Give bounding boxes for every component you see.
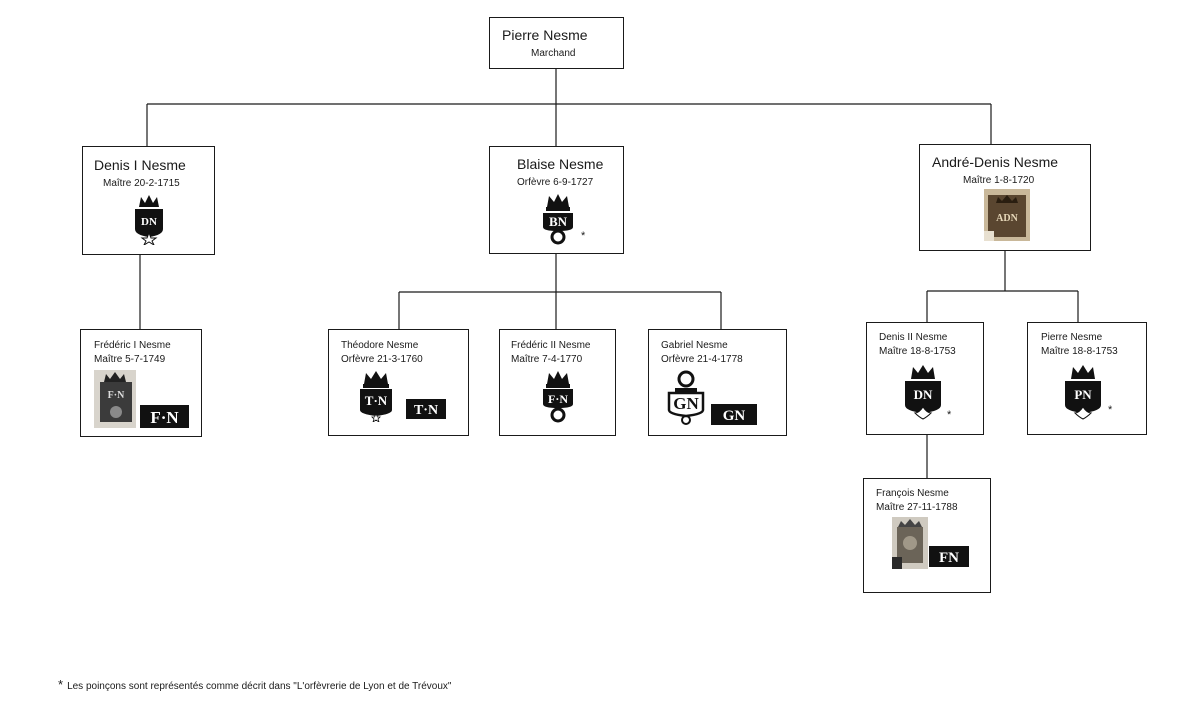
mark-letters: T·N [365,393,388,408]
node-title: Maître 1-8-1720 [963,175,1035,186]
node-frederic-i: Frédéric I Nesme Maître 5-7-1749 F·N F·N [80,329,202,437]
node-title: Maître 7-4-1770 [511,354,583,365]
footnote-text: Les poinçons sont représentés comme décr… [67,681,452,692]
mark-letters: F·N [108,390,125,401]
node-name: Frédéric I Nesme [94,340,171,351]
plate-letters: F·N [150,408,179,427]
mark-letters: F·N [548,392,568,406]
hallmark-crown-icon: BN [543,194,573,245]
mark-letters: ADN [996,213,1018,224]
node-name: Théodore Nesme [341,340,419,351]
node-name: Denis II Nesme [879,332,948,343]
node-title: Maître 18-8-1753 [879,346,956,357]
node-pierre-ii: Pierre Nesme Maître 18-8-1753 PN * [1027,322,1147,435]
node-frederic-ii: Frédéric II Nesme Maître 7-4-1770 F·N [499,329,616,436]
hallmark-crown-icon: T·N [360,371,392,422]
hallmark-plate-icon: GN [711,404,757,425]
node-name: André-Denis Nesme [932,154,1059,170]
mark-letters: PN [1074,387,1092,402]
node-title: Marchand [531,48,576,59]
node-title: Maître 5-7-1749 [94,354,166,365]
hallmark-crown-icon: GN [667,370,705,425]
node-title: Maître 27-11-1788 [876,502,958,513]
node-name: Gabriel Nesme [661,340,728,351]
hallmark-plate-icon: FN [929,546,969,567]
footnote: *Les poinçons sont représentés comme déc… [58,677,451,692]
node-gabriel: Gabriel Nesme Orfèvre 21-4-1778 GN GN [648,329,787,436]
node-title: Maître 18-8-1753 [1041,346,1118,357]
node-title: Maître 20-2-1715 [103,178,180,189]
node-name: Pierre Nesme [1041,332,1103,343]
node-name: Frédéric II Nesme [511,340,591,351]
mark-letters: GN [673,394,699,413]
mark-letters: DN [141,216,157,228]
node-title: Orfèvre 21-3-1760 [341,354,423,365]
hallmark-crown-icon: DN [905,365,941,420]
mark-letters: BN [549,214,568,229]
asterisk-note: * [581,230,586,242]
node-name: Denis I Nesme [94,157,186,173]
node-andre-denis: André-Denis Nesme Maître 1-8-1720 ADN [919,144,1091,251]
asterisk-note: * [947,409,952,421]
node-blaise: Blaise Nesme Orfèvre 6-9-1727 BN * [489,146,624,254]
node-name: François Nesme [876,488,949,499]
node-title: Orfèvre 6-9-1727 [517,177,594,188]
hallmark-photo-icon: F·N [94,370,136,428]
node-theodore: Théodore Nesme Orfèvre 21-3-1760 T·N T·N [328,329,469,436]
node-title: Orfèvre 21-4-1778 [661,354,743,365]
plate-letters: FN [939,550,959,566]
hallmark-crown-icon: F·N [543,371,573,423]
hallmark-photo-icon: ADN [984,189,1030,241]
node-francois: François Nesme Maître 27-11-1788 FN [863,478,991,593]
mark-letters: DN [914,387,933,402]
node-root: Pierre Nesme Marchand [489,17,624,69]
hallmark-photo-icon [892,517,928,569]
asterisk-note: * [1108,404,1113,416]
hallmark-crown-icon: DN [135,195,163,245]
node-denis-ii: Denis II Nesme Maître 18-8-1753 DN * [866,322,984,435]
hallmark-plate-icon: T·N [406,399,446,419]
hallmark-crown-icon: PN [1065,365,1101,420]
plate-letters: GN [723,408,746,424]
node-denis-i: Denis I Nesme Maître 20-2-1715 DN [82,146,215,255]
footnote-star: * [58,677,64,692]
plate-letters: T·N [414,403,438,418]
node-name: Blaise Nesme [517,156,604,172]
node-name: Pierre Nesme [502,27,588,43]
hallmark-plate-icon: F·N [140,405,189,428]
